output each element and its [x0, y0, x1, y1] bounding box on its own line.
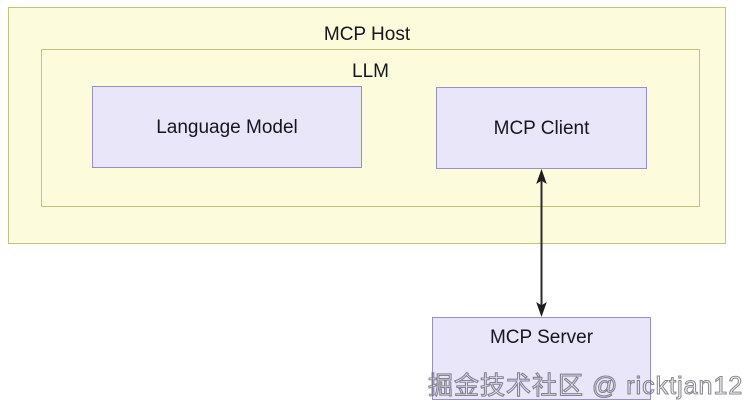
node-language-model[interactable]: Language Model [92, 86, 362, 168]
node-language-model-label: Language Model [156, 116, 298, 138]
container-mcp-host-label: MCP Host [323, 24, 411, 45]
node-mcp-server[interactable]: MCP Server [432, 317, 651, 400]
container-llm-label: LLM [352, 61, 389, 82]
node-mcp-client-label: MCP Client [493, 117, 590, 139]
node-mcp-client[interactable]: MCP Client [436, 87, 647, 169]
arrowhead-down-icon [536, 302, 547, 317]
node-mcp-server-label: MCP Server [489, 327, 594, 348]
watermark: 掘金技术社区 @ ricktjan1226 [427, 372, 743, 400]
